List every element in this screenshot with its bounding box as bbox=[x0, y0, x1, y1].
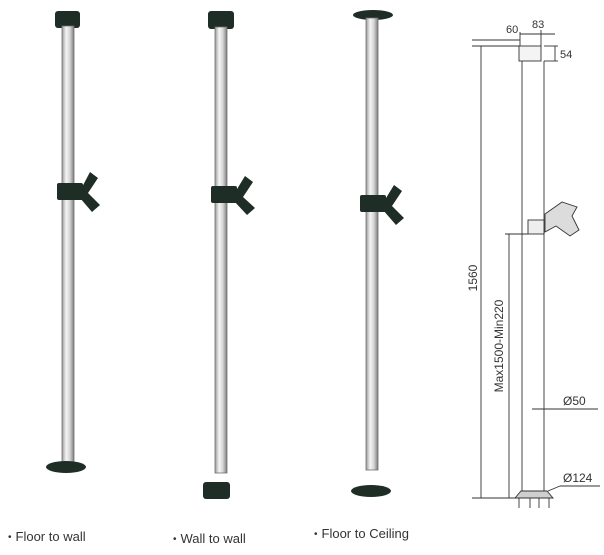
caption-floor-to-wall: •Floor to wall bbox=[8, 529, 86, 544]
bullet: • bbox=[173, 534, 177, 545]
dim-cap-width: 83 bbox=[532, 19, 544, 31]
floor-base bbox=[351, 485, 391, 497]
drawing-cap bbox=[518, 45, 542, 62]
drawing-base bbox=[514, 490, 554, 499]
wall-cap-top bbox=[208, 11, 234, 29]
caption-text: Wall to wall bbox=[180, 531, 246, 546]
pole-tube bbox=[365, 17, 379, 471]
caption-floor-to-ceiling: •Floor to Ceiling bbox=[314, 526, 409, 541]
drawing-bracket-clamp bbox=[527, 219, 545, 235]
ceiling-plate bbox=[353, 10, 393, 20]
dim-top-width: 60 bbox=[506, 24, 518, 36]
floor-base bbox=[46, 461, 86, 473]
caption-text: Floor to wall bbox=[15, 529, 86, 544]
drawing-vesa-plate bbox=[544, 201, 580, 237]
pole-wall-to-wall bbox=[203, 11, 255, 499]
dim-base-diameter: Ø124 bbox=[563, 471, 593, 485]
technical-drawing bbox=[472, 30, 600, 508]
dim-adjustable-range: Max1500-Min220 bbox=[492, 299, 506, 392]
bullet: • bbox=[314, 529, 318, 540]
vesa-bracket bbox=[211, 176, 255, 215]
dim-cap-height: 54 bbox=[560, 49, 572, 61]
caption-text: Floor to Ceiling bbox=[321, 526, 409, 541]
pole-floor-to-wall bbox=[46, 11, 100, 473]
vesa-bracket bbox=[360, 185, 404, 225]
vesa-bracket bbox=[57, 172, 100, 212]
dim-total-height: 1560 bbox=[466, 264, 480, 291]
pole-floor-to-ceiling bbox=[351, 10, 404, 497]
wall-cap bbox=[55, 11, 80, 28]
bullet: • bbox=[8, 532, 12, 543]
dim-pole-diameter: Ø50 bbox=[563, 394, 586, 408]
pole-tube bbox=[214, 26, 228, 474]
wall-cap-bottom bbox=[203, 482, 230, 499]
caption-wall-to-wall: •Wall to wall bbox=[173, 531, 246, 546]
pole-tube bbox=[61, 25, 75, 470]
